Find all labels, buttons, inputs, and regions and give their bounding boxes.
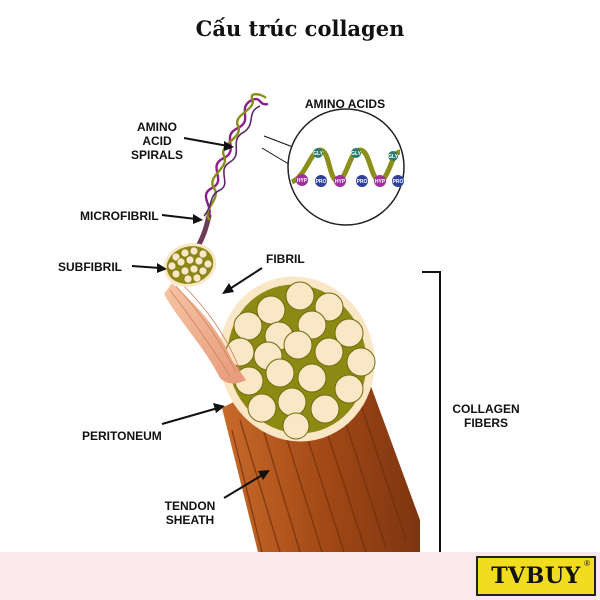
tendon-sheath-label: SHEATH: [166, 513, 214, 527]
amino-acid-spirals-label: SPIRALS: [131, 148, 183, 162]
hyp-label: HYP: [335, 179, 346, 185]
gly-label: GLY: [313, 151, 323, 157]
amino-acid-spiral: [203, 93, 269, 221]
zoom-line-bottom: [261, 147, 293, 167]
pro-label: PRO: [316, 179, 327, 185]
amino-acids-label: AMINO ACIDS: [305, 97, 385, 111]
collagen-fibers-label: FIBERS: [464, 416, 508, 430]
gly-label: GLY: [351, 151, 361, 157]
page-title: Cấu trúc collagen: [195, 16, 405, 41]
collagen-diagram: GLY GLY GLY HYP PRO HYP PRO HYP PRO AMI: [58, 93, 520, 553]
subfibril-cross-section: [163, 243, 217, 287]
label-arrows: [131, 137, 270, 499]
logo-text: TVBUY: [491, 563, 581, 589]
collagen-fibers-label: COLLAGEN: [452, 402, 519, 416]
fiber-cross-section: [219, 276, 376, 442]
amino-acid-spirals-label: AMINO: [137, 120, 177, 134]
amino-acid-spirals-label: ACID: [142, 134, 172, 148]
brand-logo: TVBUY ®: [476, 556, 596, 596]
peritoneum-label: PERITONEUM: [82, 429, 162, 443]
registered-mark: ®: [584, 559, 590, 568]
hyp-pro-nodes: HYP PRO HYP PRO HYP PRO: [296, 174, 404, 187]
fibril-strand: [164, 283, 246, 384]
gly-label: GLY: [388, 154, 398, 160]
tendon-sheath-label: TENDON: [165, 499, 216, 513]
amino-acids-zoom: GLY GLY GLY HYP PRO HYP PRO HYP PRO: [287, 108, 405, 226]
hyp-label: HYP: [375, 179, 386, 185]
subfibril-label: SUBFIBRIL: [58, 260, 122, 274]
pro-label: PRO: [393, 179, 404, 185]
fibril-label: FIBRIL: [266, 252, 305, 266]
hyp-label: HYP: [297, 178, 308, 184]
gly-nodes: GLY GLY GLY: [313, 148, 399, 161]
microfibril-label: MICROFIBRIL: [80, 209, 159, 223]
pro-label: PRO: [357, 179, 368, 185]
collagen-fibers-bracket: [422, 271, 441, 552]
